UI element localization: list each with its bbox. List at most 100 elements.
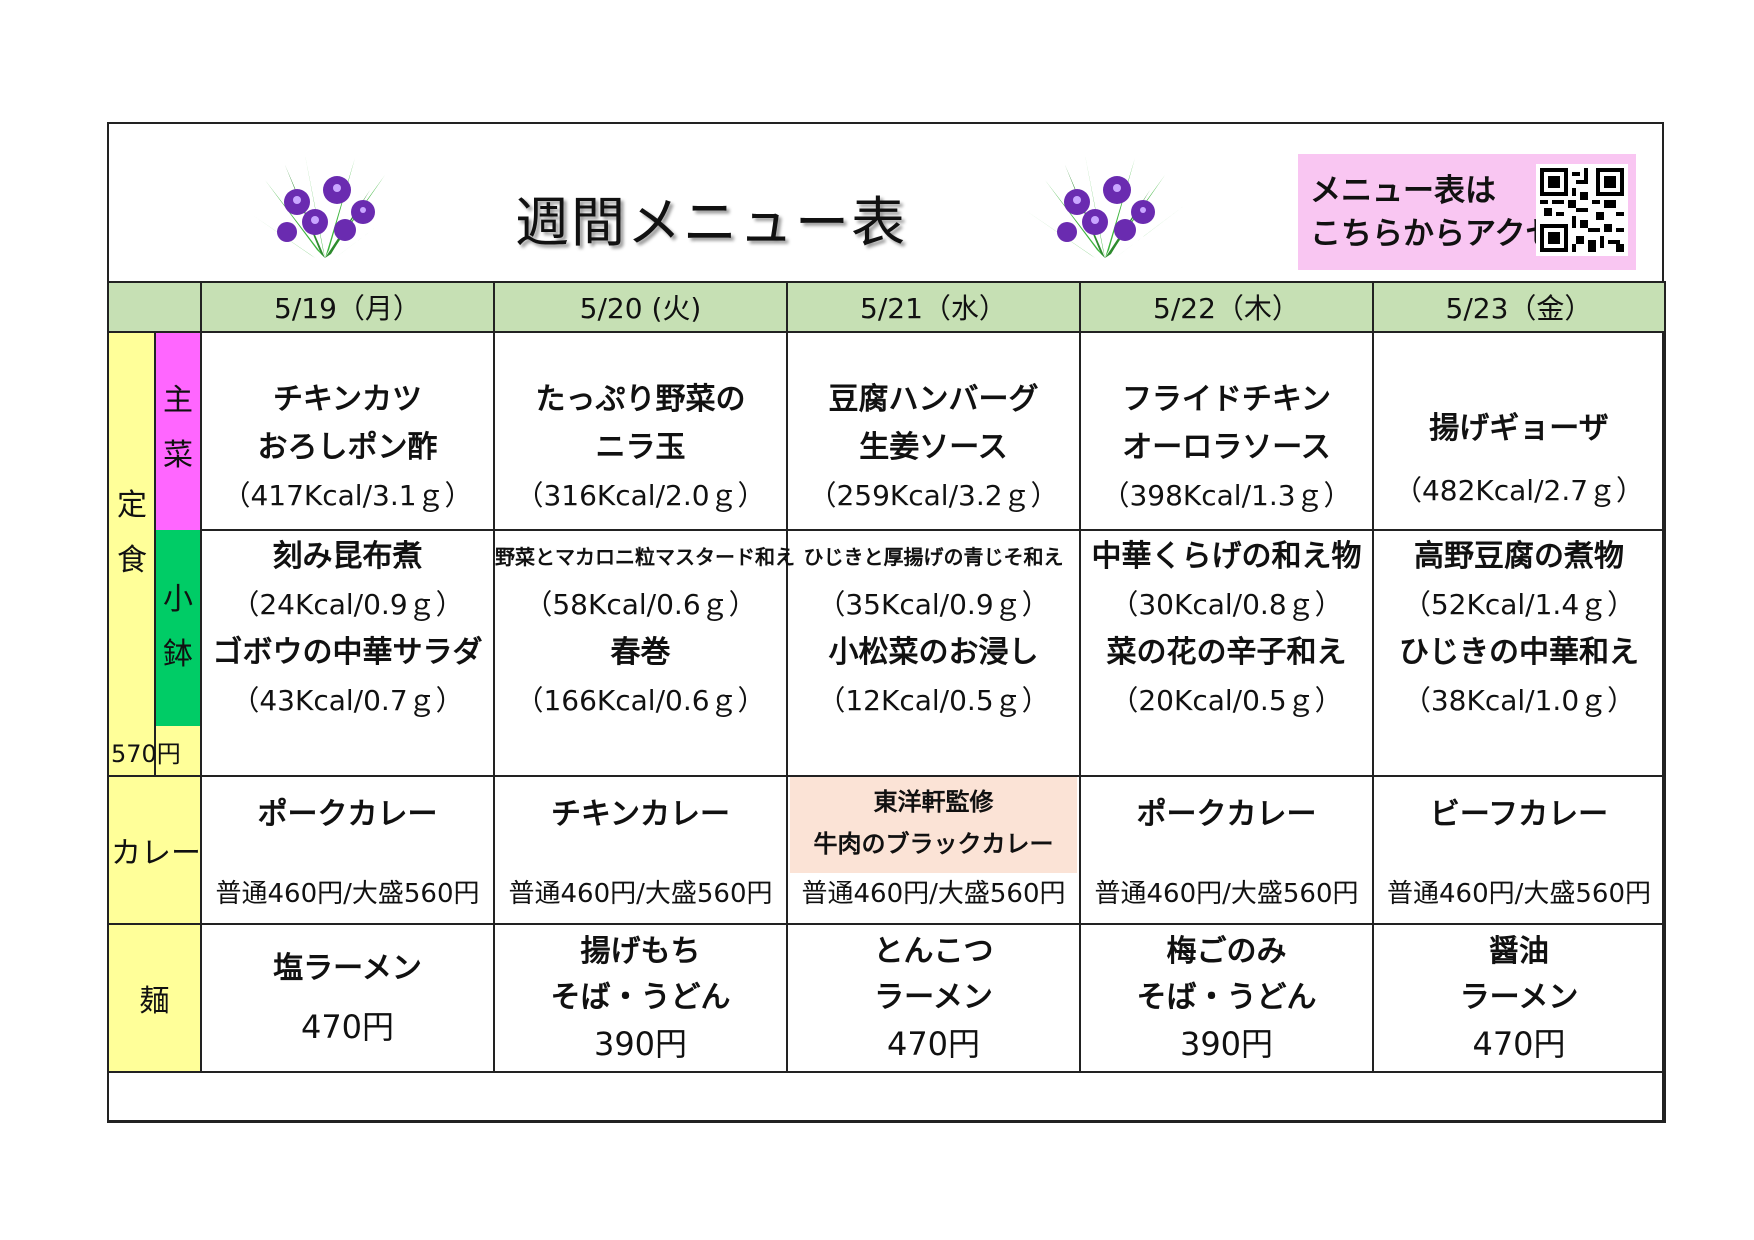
noodle-name: 醤油 [1489,934,1549,969]
main-dish-cell: たっぷり野菜の ニラ玉 （316Kcal/2.0ｇ） [493,331,788,531]
main-dish-info: （482Kcal/2.7ｇ） [1393,474,1645,507]
day-header: 5/22（木） [1079,281,1374,333]
noodle-name: 塩ラーメン [273,951,422,986]
side-dish-a-info: （35Kcal/0.9ｇ） [817,588,1050,621]
noodle-cell: 梅ごのみ そば・うどん 390円 [1079,923,1374,1073]
noodle-row: 麺 塩ラーメン 470円 揚げもち そば・うどん 390円 とんこつ ラーメン … [107,923,1666,1073]
curry-name: チキンカレー [550,797,731,832]
curry-cell: ポークカレー 普通460円/大盛560円 [200,775,495,925]
curry-name: ビーフカレー [1429,797,1609,832]
teishoku-label: 定食 [117,488,147,578]
blank-footer-row [107,1071,1666,1123]
main-dish-name: 揚げギョーザ [1429,411,1609,446]
kobachi-label: 小鉢 [156,530,200,726]
main-dish-info: （259Kcal/3.2ｇ） [808,479,1059,512]
curry-price: 普通460円/大盛560円 [801,879,1066,909]
side-dish-b: 小松菜のお浸し [828,635,1039,670]
noodle-price: 390円 [1179,1025,1274,1063]
weekly-menu-table: 5/19（月） 5/20 (火) 5/21（水） 5/22（木） 5/23（金）… [107,281,1666,1123]
main-dish-info: （316Kcal/2.0ｇ） [515,479,766,512]
noodle-price: 470円 [1472,1025,1566,1063]
side-dish-b-info: （20Kcal/0.5ｇ） [1110,684,1343,717]
side-dish-a: ひじきと厚揚げの青じそ和え [803,545,1064,569]
side-dish-cell: ひじきと厚揚げの青じそ和え （35Kcal/0.9ｇ） 小松菜のお浸し （12K… [786,529,1081,777]
header-corner [107,281,202,333]
noodle-cell: とんこつ ラーメン 470円 [786,923,1081,1073]
side-dish-b-info: （12Kcal/0.5ｇ） [817,684,1050,717]
noodle-name: そば・うどん [1136,980,1317,1015]
noodle-cell: 塩ラーメン 470円 [200,923,495,1073]
curry-name: ポークカレー [1136,797,1317,832]
noodle-price: 390円 [593,1025,688,1063]
curry-price: 普通460円/大盛560円 [1094,879,1359,909]
noodle-name: 梅ごのみ [1166,934,1287,969]
teishoku-label-cell: 定食 570円 [107,331,181,777]
page-title: 週間メニュー表 [515,191,907,254]
day-header: 5/21（水） [786,281,1081,333]
teishoku-price: 570円 [111,740,181,768]
day-header: 5/23（金） [1372,281,1666,333]
qr-code-icon[interactable] [1536,164,1628,256]
main-dish-name: フライドチキン [1121,382,1332,417]
side-dish-a: 中華くらげの和え物 [1091,539,1362,574]
curry-name: 東洋軒監修 [873,788,994,816]
side-dish-a-info: （30Kcal/0.8ｇ） [1110,588,1343,621]
noodle-price: 470円 [886,1025,981,1063]
curry-price: 普通460円/大盛560円 [1386,879,1651,909]
side-dish-a: 野菜とマカロニ粒マスタード和え [495,545,795,569]
side-dish-cell: 野菜とマカロニ粒マスタード和え （58Kcal/0.6ｇ） 春巻 （166Kca… [493,529,795,777]
side-dish-a-info: （52Kcal/1.4ｇ） [1402,588,1636,621]
side-dish-b-info: （166Kcal/0.6ｇ） [515,684,766,717]
main-dish-name: 生姜ソース [859,430,1008,465]
curry-price: 普通460円/大盛560円 [508,879,773,909]
curry-row: カレー ポークカレー 普通460円/大盛560円 チキンカレー 普通460円/大… [107,775,1666,925]
side-dish-a-info: （24Kcal/0.9ｇ） [231,588,464,621]
curry-cell: ビーフカレー 普通460円/大盛560円 [1372,775,1666,925]
main-dish-info: （398Kcal/1.3ｇ） [1101,479,1352,512]
side-dish-a: 刻み昆布煮 [272,539,423,574]
curry-price: 普通460円/大盛560円 [215,879,480,909]
main-dish-cell: 揚げギョーザ （482Kcal/2.7ｇ） [1372,331,1666,531]
side-dish-b: ゴボウの中華サラダ [212,635,483,670]
curry-cell: チキンカレー 普通460円/大盛560円 [493,775,788,925]
side-dish-b: 春巻 [610,635,671,670]
side-dish-b-info: （38Kcal/1.0ｇ） [1402,684,1636,717]
main-dish-cell: チキンカツ おろしポン酢 （417Kcal/3.1ｇ） [200,331,495,531]
main-dish-cell: フライドチキン オーロラソース （398Kcal/1.3ｇ） [1079,331,1374,531]
main-dish-name: ニラ玉 [595,430,686,465]
side-dish-a-info: （58Kcal/0.6ｇ） [524,588,757,621]
blank-footer-cell [107,1071,1666,1123]
day-header-row: 5/19（月） 5/20 (火) 5/21（水） 5/22（木） 5/23（金） [107,281,1666,333]
noodle-price: 470円 [300,1008,395,1046]
kobachi-label-cell: 小鉢 [154,530,202,777]
main-dish-info: （417Kcal/3.1ｇ） [222,479,473,512]
side-dish-a: 高野豆腐の煮物 [1414,539,1624,574]
main-dish-row: 定食 570円 主菜 チキンカツ おろしポン酢 （417Kcal/3.1ｇ） た… [107,331,1666,777]
main-dish-name: チキンカツ [272,382,423,417]
main-dish-name: オーロラソース [1122,430,1331,465]
day-header: 5/20 (火) [493,281,788,333]
curry-name: 牛肉のブラックカレー [813,830,1054,858]
curry-cell: ポークカレー 普通460円/大盛560円 [1079,775,1374,925]
noodle-name: とんこつ [873,934,994,969]
side-dish-b-info: （43Kcal/0.7ｇ） [231,684,464,717]
main-dish-name: 豆腐ハンバーグ [828,382,1039,417]
side-dish-b: ひじきの中華和え [1399,635,1639,670]
day-header: 5/19（月） [200,281,495,333]
side-dish-cell: 高野豆腐の煮物 （52Kcal/1.4ｇ） ひじきの中華和え （38Kcal/1… [1372,529,1666,777]
iris-flower-icon [1025,155,1185,258]
iris-flower-icon [245,155,405,258]
noodle-name: そば・うどん [550,980,731,1015]
noodle-cell: 揚げもち そば・うどん 390円 [493,923,788,1073]
noodle-label: 麺 [107,923,202,1073]
curry-name: ポークカレー [257,797,438,832]
main-dish-cell: 豆腐ハンバーグ 生姜ソース （259Kcal/3.2ｇ） [786,331,1081,531]
noodle-name: ラーメン [1459,980,1579,1015]
side-dish-b: 菜の花の辛子和え [1106,635,1347,670]
main-dish-name: おろしポン酢 [257,430,438,465]
noodle-name: ラーメン [874,980,993,1015]
shusai-label: 主菜 [154,331,202,530]
main-dish-name: たっぷり野菜の [535,382,746,417]
side-dish-row: 小鉢 刻み昆布煮 （24Kcal/0.9ｇ） ゴボウの中華サラダ （43Kcal… [108,529,1666,777]
side-dish-cell: 刻み昆布煮 （24Kcal/0.9ｇ） ゴボウの中華サラダ （43Kcal/0.… [200,529,495,777]
